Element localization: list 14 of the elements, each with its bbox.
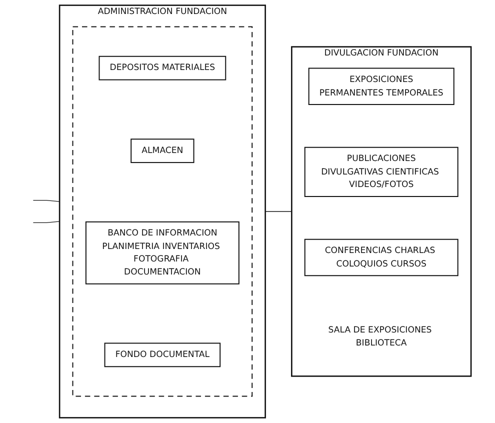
node-text: SALA DE EXPOSICIONES BIBLIOTECA — [328, 325, 432, 348]
node-box — [98, 56, 226, 80]
connector — [32, 200, 60, 202]
cluster — [58, 4, 266, 418]
node-box — [308, 68, 454, 105]
cluster — [72, 26, 253, 397]
node-box — [85, 221, 240, 284]
connector — [264, 211, 292, 212]
node-box — [304, 146, 458, 197]
node-box — [304, 238, 458, 276]
cluster — [291, 46, 472, 377]
connector — [32, 221, 60, 224]
node-box — [104, 342, 221, 368]
node-box — [130, 138, 194, 164]
